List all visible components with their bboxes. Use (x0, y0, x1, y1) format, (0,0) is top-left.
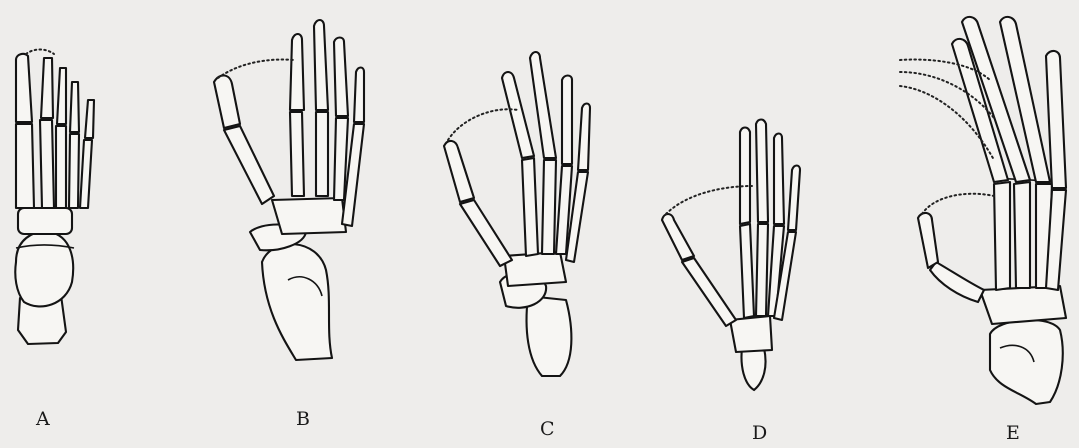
foot-b (214, 20, 364, 360)
foot-e (900, 17, 1066, 404)
foot-d-tarsus (730, 316, 772, 352)
foot-d-metatarsal-3 (756, 224, 768, 316)
foot-e-hallux-phalanx (918, 213, 938, 268)
foot-a-metatarsal-4 (69, 134, 79, 208)
foot-b-phalanx-5 (354, 68, 364, 123)
foot-c-tarsus (504, 252, 566, 286)
label-b: B (296, 410, 310, 429)
foot-c-arc (448, 109, 518, 140)
foot-c-hallux-phalanx (444, 141, 474, 202)
foot-d-phalanx-3 (756, 120, 768, 223)
foot-d-hallux-metatarsal (682, 258, 736, 326)
foot-d-phalanx-4 (774, 134, 784, 225)
foot-e-metatarsal-2 (994, 182, 1010, 290)
foot-e-hallux-metatarsal (930, 262, 984, 302)
foot-b-tarsus (272, 198, 346, 234)
foot-c-phalanx-2 (502, 72, 534, 158)
foot-b-metatarsal-2 (290, 112, 304, 196)
foot-d-metatarsal-2 (740, 224, 754, 318)
foot-a-metatarsal-3 (56, 126, 66, 208)
foot-b-calcaneus (262, 244, 332, 360)
foot-e-phalanx-4 (1046, 51, 1066, 188)
foot-a-arc (26, 50, 54, 55)
foot-c-phalanx-3 (530, 52, 556, 158)
foot-e-tarsus (980, 286, 1066, 324)
foot-d-phalanx-5 (788, 166, 800, 231)
foot-d-hallux-phalanx (662, 214, 694, 260)
foot-e-arc-4 (922, 194, 994, 214)
foot-c (444, 52, 590, 376)
foot-e-metatarsal-3 (1014, 182, 1030, 288)
foot-b-hallux-phalanx (214, 75, 240, 128)
label-a: A (36, 410, 50, 429)
foot-d-calcaneus (742, 348, 766, 390)
foot-e-calcaneus (990, 320, 1063, 404)
foot-a (15, 50, 94, 345)
foot-b-metatarsal-3 (316, 112, 328, 196)
foot-c-phalanx-5 (578, 104, 590, 171)
foot-a-metatarsal-1 (16, 124, 34, 208)
foot-d-phalanx-2 (740, 128, 750, 225)
foot-a-phalanx-1 (16, 54, 32, 122)
label-d: D (752, 424, 767, 443)
foot-b-phalanx-2 (290, 34, 304, 110)
label-c: C (540, 420, 555, 439)
foot-a-phalanx-4 (70, 82, 79, 132)
foot-a-phalanx-2 (41, 58, 53, 118)
foot-a-metatarsal-2 (40, 120, 54, 208)
foot-a-cuneiform (18, 208, 72, 234)
foot-b-phalanx-4 (334, 38, 348, 117)
foot-a-metatarsal-5 (80, 140, 92, 208)
foot-c-calcaneus (527, 296, 572, 376)
foot-b-arc (218, 60, 294, 78)
foot-b-phalanx-3 (314, 20, 328, 110)
foot-d (662, 120, 800, 391)
foot-a-phalanx-5 (85, 100, 94, 138)
foot-a-talus (15, 232, 73, 307)
foot-c-hallux-metatarsal (460, 200, 512, 266)
foot-a-phalanx-3 (57, 68, 66, 124)
foot-c-metatarsal-2 (522, 158, 538, 256)
label-e: E (1006, 424, 1020, 443)
foot-c-metatarsal-3 (542, 160, 556, 254)
foot-b-hallux-metatarsal (224, 126, 274, 204)
foot-c-phalanx-4 (562, 76, 572, 165)
